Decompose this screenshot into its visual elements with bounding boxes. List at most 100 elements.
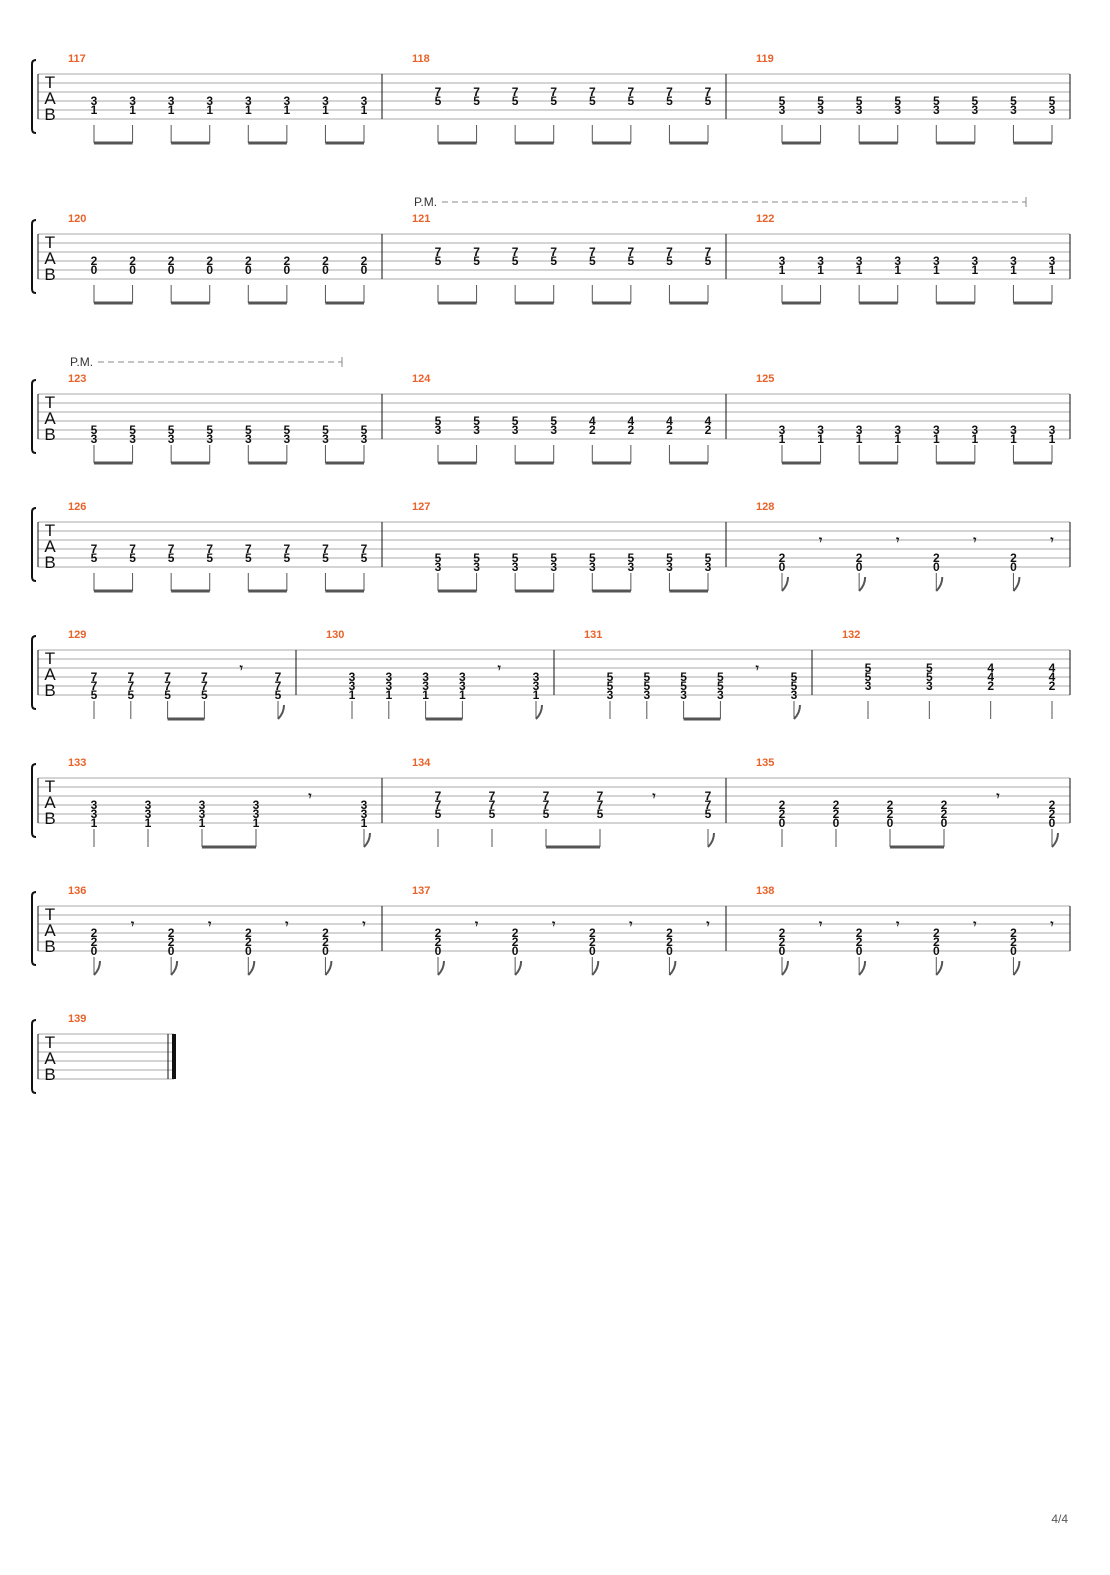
fret-number: 5 <box>512 254 519 268</box>
fret-number: 5 <box>91 688 98 702</box>
fret-number: 7 <box>550 245 557 259</box>
fret-number: 1 <box>245 103 252 117</box>
fret-number: 1 <box>533 688 540 702</box>
fret-number: 2 <box>206 254 213 268</box>
fret-number: 4 <box>666 414 673 428</box>
eighth-rest: 𝄾 <box>895 917 900 931</box>
eighth-rest: 𝄾 <box>705 917 710 931</box>
fret-number: 3 <box>1010 103 1017 117</box>
note-flag <box>247 960 256 976</box>
fret-number: 3 <box>779 103 786 117</box>
fret-number: 2 <box>168 926 175 940</box>
fret-number: 0 <box>779 816 786 830</box>
fret-number: 7 <box>705 85 712 99</box>
fret-number: 2 <box>856 926 863 940</box>
fret-number: 3 <box>206 432 213 446</box>
fret-number: 5 <box>473 254 480 268</box>
fret-number: 2 <box>779 935 786 949</box>
fret-number: 7 <box>435 798 442 812</box>
fret-number: 5 <box>435 807 442 821</box>
fret-number: 1 <box>894 263 901 277</box>
fret-number: 5 <box>666 551 673 565</box>
fret-number: 3 <box>550 560 557 574</box>
fret-number: 2 <box>589 423 596 437</box>
fret-number: 1 <box>284 103 291 117</box>
system-bracket <box>31 59 37 134</box>
fret-number: 7 <box>705 789 712 803</box>
fret-number: 1 <box>1010 432 1017 446</box>
fret-number: 3 <box>926 679 933 693</box>
tab-clef-letter: B <box>44 1065 55 1084</box>
fret-number: 3 <box>933 103 940 117</box>
system-bracket <box>31 763 37 838</box>
fret-number: 1 <box>361 816 368 830</box>
fret-number: 5 <box>589 94 596 108</box>
fret-number: 2 <box>168 935 175 949</box>
fret-number: 5 <box>972 94 979 108</box>
fret-number: 7 <box>168 542 175 556</box>
fret-number: 2 <box>435 935 442 949</box>
fret-number: 7 <box>91 670 98 684</box>
fret-number: 5 <box>206 551 213 565</box>
note-flag <box>1012 960 1021 976</box>
fret-number: 5 <box>275 688 282 702</box>
fret-number: 0 <box>322 263 329 277</box>
note-flag <box>707 832 715 848</box>
fret-number: 1 <box>856 432 863 446</box>
measure-number: 135 <box>756 757 774 769</box>
fret-number: 4 <box>1049 670 1056 684</box>
fret-number: 5 <box>473 94 480 108</box>
fret-number: 5 <box>129 551 136 565</box>
fret-number: 5 <box>597 807 604 821</box>
fret-number: 1 <box>129 103 136 117</box>
measure-number: 131 <box>584 629 602 641</box>
fret-number: 3 <box>199 807 206 821</box>
measure-number: 120 <box>68 213 86 225</box>
fret-number: 5 <box>361 423 368 437</box>
fret-number: 7 <box>666 85 673 99</box>
fret-number: 1 <box>361 103 368 117</box>
measure-number: 121 <box>412 213 430 225</box>
fret-number: 2 <box>245 935 252 949</box>
fret-number: 2 <box>322 254 329 268</box>
fret-number: 4 <box>628 414 635 428</box>
fret-number: 3 <box>473 560 480 574</box>
measure-number: 118 <box>412 53 430 65</box>
eighth-rest: 𝄾 <box>1049 533 1054 547</box>
fret-number: 3 <box>435 423 442 437</box>
fret-number: 3 <box>894 254 901 268</box>
eighth-rest: 𝄾 <box>818 917 823 931</box>
fret-number: 5 <box>628 551 635 565</box>
palm-mute-label: P.M. <box>414 195 437 209</box>
fret-number: 2 <box>322 935 329 949</box>
fret-number: 2 <box>361 254 368 268</box>
fret-number: 5 <box>127 688 134 702</box>
fret-number: 2 <box>887 807 894 821</box>
fret-number: 5 <box>705 254 712 268</box>
eighth-rest: 𝄾 <box>755 661 760 675</box>
fret-number: 3 <box>972 103 979 117</box>
fret-number: 3 <box>91 798 98 812</box>
fret-number: 2 <box>779 807 786 821</box>
measure-number: 136 <box>68 885 86 897</box>
fret-number: 3 <box>972 423 979 437</box>
fret-number: 7 <box>597 798 604 812</box>
measure-number: 130 <box>326 629 344 641</box>
fret-number: 3 <box>322 94 329 108</box>
fret-number: 3 <box>817 103 824 117</box>
fret-number: 3 <box>361 798 368 812</box>
fret-number: 0 <box>245 263 252 277</box>
fret-number: 3 <box>253 807 260 821</box>
fret-number: 3 <box>628 560 635 574</box>
fret-number: 3 <box>1010 423 1017 437</box>
fret-number: 1 <box>933 432 940 446</box>
fret-number: 5 <box>489 807 496 821</box>
fret-number: 7 <box>435 245 442 259</box>
fret-number: 5 <box>206 423 213 437</box>
fret-number: 7 <box>705 245 712 259</box>
fret-number: 5 <box>435 414 442 428</box>
fret-number: 5 <box>717 670 724 684</box>
fret-number: 0 <box>206 263 213 277</box>
eighth-rest: 𝄾 <box>895 533 900 547</box>
